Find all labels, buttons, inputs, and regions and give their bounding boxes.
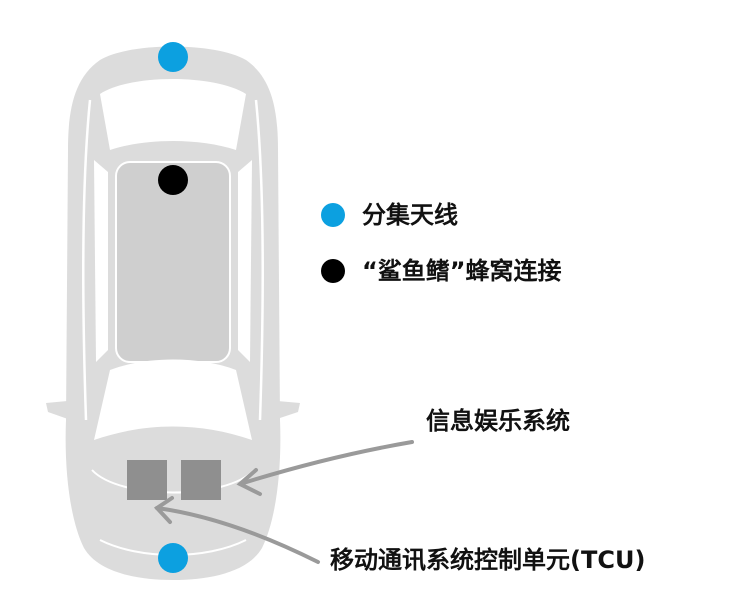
- callout-tcu: 移动通讯系统控制单元(TCU): [330, 546, 646, 574]
- rear-diversity-antenna: [158, 42, 188, 72]
- infotainment-arrow: [236, 440, 414, 496]
- right-body-line: [254, 99, 264, 421]
- callout-infotainment: 信息娱乐系统: [426, 407, 570, 435]
- infotainment-module: [181, 460, 221, 500]
- right-side-windows: [238, 160, 252, 362]
- legend-label-diversity-antenna: 分集天线: [362, 201, 458, 229]
- car-top-view: [46, 46, 300, 580]
- rear-window: [100, 79, 246, 150]
- left-body-line: [82, 99, 92, 421]
- tcu-arrow: [153, 496, 320, 564]
- left-side-windows: [94, 160, 108, 362]
- shark-fin-antenna: [158, 165, 188, 195]
- windshield: [94, 359, 252, 440]
- black-dot-icon: [321, 259, 345, 283]
- front-diversity-antenna: [158, 543, 188, 573]
- hood-line: [91, 469, 255, 494]
- tcu-module: [127, 460, 167, 500]
- blue-dot-icon: [321, 203, 345, 227]
- legend-label-shark-fin: “鲨鱼鳍”蜂窝连接: [362, 257, 562, 285]
